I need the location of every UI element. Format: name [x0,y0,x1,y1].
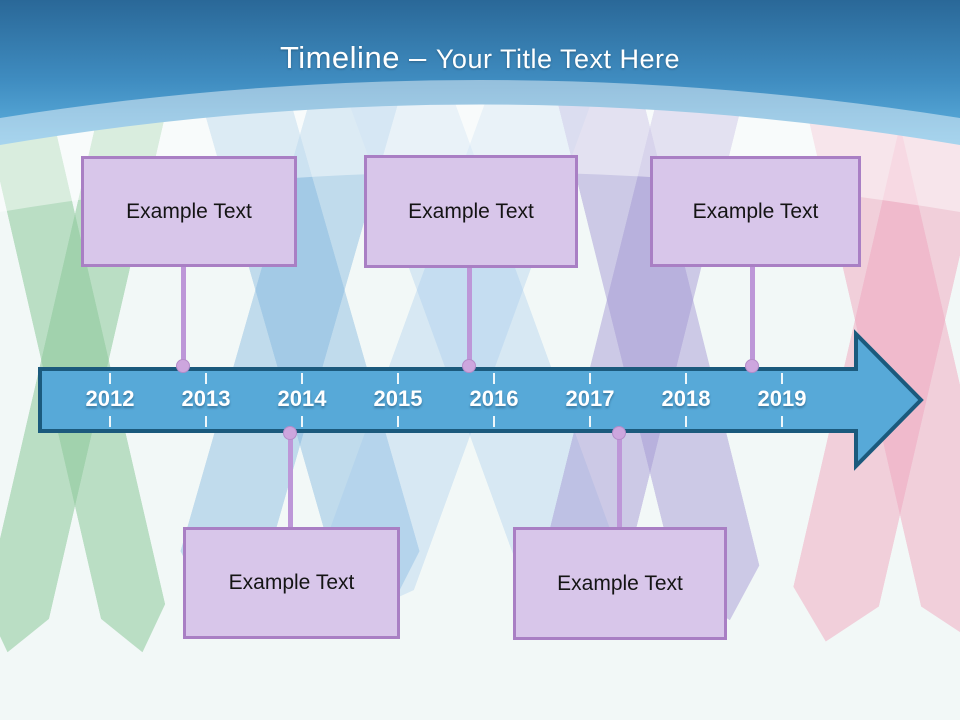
tick-mark [397,416,399,427]
event-box: Example Text [364,155,578,268]
tick-mark [685,416,687,427]
tick-mark [685,373,687,384]
tick-mark [493,416,495,427]
slide-title-text: Your Title Text Here [435,44,681,74]
tick-mark [109,373,111,384]
event-box: Example Text [513,527,727,640]
slide-title: Timeline – Your Title Text Here [0,40,960,76]
connector-line [288,433,293,528]
event-box-label: Example Text [408,199,534,223]
timeline-arrow-shape [38,329,924,471]
slide-title-emphasis: Timeline – [279,40,436,75]
tick-mark [397,373,399,384]
connector-dot [176,359,190,373]
year-label: 2014 [277,386,327,411]
event-box-label: Example Text [692,199,819,223]
tick-mark [781,416,783,427]
connector-line [467,267,472,366]
year-label: 2016 [469,386,519,411]
connector-line [617,433,622,528]
year-label: 2017 [565,386,615,411]
tick-mark [781,373,783,384]
connector-dot [745,359,759,373]
connector-line [750,267,755,366]
year-label: 2018 [661,386,711,411]
event-box-label: Example Text [126,199,252,223]
tick-mark [205,416,207,427]
year-label: 2013 [181,386,231,411]
connector-line [181,267,186,366]
tick-mark [301,416,303,427]
event-box: Example Text [650,156,861,267]
tick-mark [109,416,111,427]
tick-mark [205,373,207,384]
event-box-label: Example Text [228,571,355,594]
connector-dot [283,426,297,440]
tick-mark [589,373,591,384]
connector-dot [462,359,476,373]
connector-dot [612,426,626,440]
year-label: 2015 [373,386,423,411]
tick-mark [589,416,591,427]
event-box-label: Example Text [557,571,683,595]
year-label: 2012 [85,386,135,411]
year-label: 2019 [757,386,807,411]
event-box: Example Text [81,156,297,267]
event-box: Example Text [183,527,400,639]
tick-mark [493,373,495,384]
tick-mark [301,373,303,384]
